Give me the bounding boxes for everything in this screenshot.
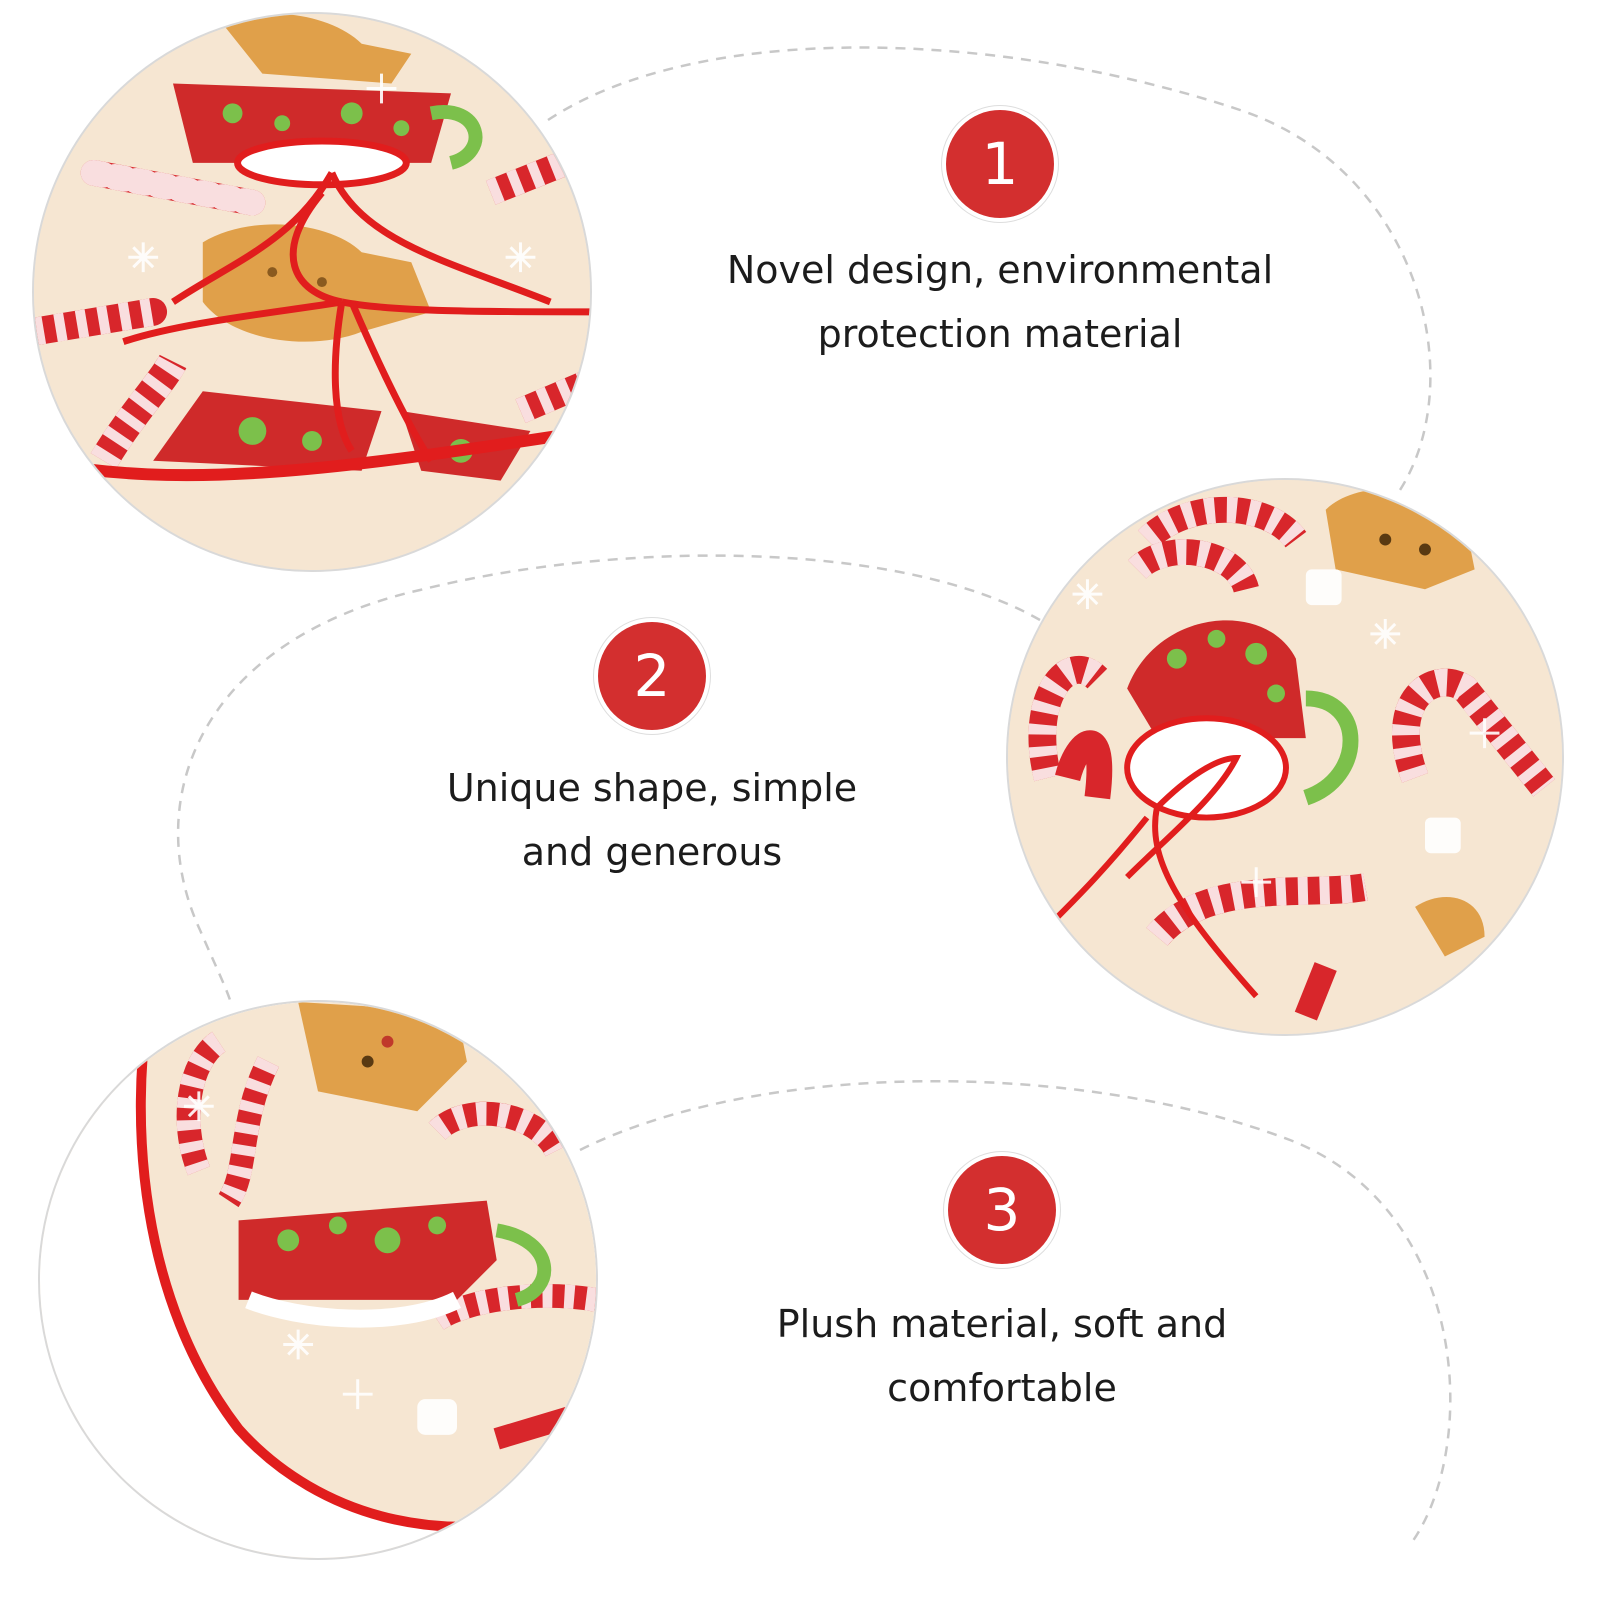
product-photo-3 xyxy=(38,1000,598,1560)
mug-icon xyxy=(153,83,531,481)
connector-curve-1 xyxy=(547,46,1432,491)
snowflake-icon xyxy=(128,73,536,273)
feature-number-badge-3: 3 xyxy=(948,1156,1056,1264)
product-photo-1 xyxy=(32,12,592,572)
feature-caption-line: and generous xyxy=(521,830,783,874)
feature-caption-line: Plush material, soft and xyxy=(776,1302,1228,1346)
snowflake-icon xyxy=(1072,579,1500,897)
feature-caption-line: Novel design, environmental xyxy=(726,248,1274,292)
feature-caption-1: Novel design, environmental protection m… xyxy=(680,238,1320,366)
mug-icon xyxy=(238,1200,552,1328)
tree-skirt-closeup-3 xyxy=(40,1002,596,1558)
feature-caption-line: protection material xyxy=(817,312,1183,356)
connector-curve-3 xyxy=(579,1080,1452,1546)
product-photo-2 xyxy=(1006,478,1564,1036)
snowflake-icon xyxy=(183,1091,373,1410)
tree-skirt-closeup-1 xyxy=(34,14,590,570)
mug-icon xyxy=(1127,620,1359,806)
tree-skirt-closeup-2 xyxy=(1008,480,1562,1034)
feature-number-badge-1: 1 xyxy=(946,110,1054,218)
ribbon-bow-icon xyxy=(122,137,590,463)
feature-caption-3: Plush material, soft and comfortable xyxy=(682,1292,1322,1420)
feature-caption-2: Unique shape, simple and generous xyxy=(332,756,972,884)
feature-caption-line: comfortable xyxy=(887,1366,1117,1410)
feature-caption-line: Unique shape, simple xyxy=(446,766,858,810)
gingerbread-icon xyxy=(298,1002,467,1112)
feature-number-badge-2: 2 xyxy=(598,622,706,730)
connector-curve-2 xyxy=(176,554,1041,1001)
ribbon-bow-icon xyxy=(1055,715,1289,999)
